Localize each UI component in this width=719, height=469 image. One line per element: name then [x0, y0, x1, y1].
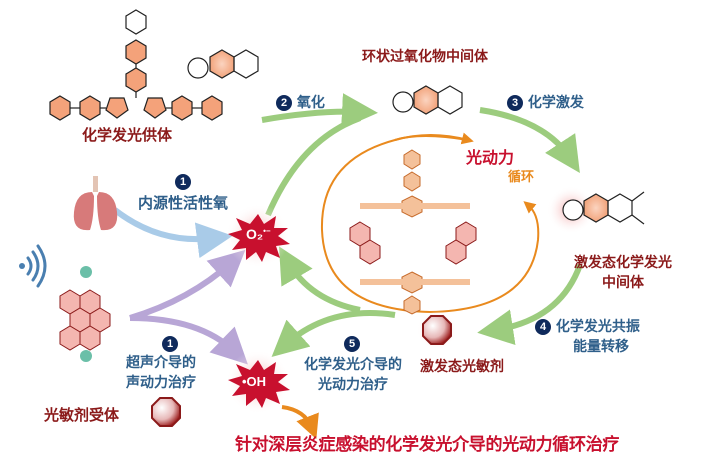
step-5-badge: 5 — [344, 335, 360, 352]
arrow-endogenous-ros — [113, 207, 233, 259]
step-1b-text: 超声介导的 声动力治疗 — [126, 352, 196, 392]
cycle-subtitle: 循环 — [508, 170, 535, 185]
hydroxyl-label: •OH — [242, 374, 267, 389]
arrow-oxidation — [261, 93, 378, 130]
arrow-cret — [477, 263, 583, 346]
photosensitizer-acceptor-icon — [151, 397, 181, 427]
step-1a-badge-wrap: 1 — [175, 171, 191, 190]
step-3-label: 3 化学激发 — [507, 92, 584, 112]
peroxide-label: 环状过氧化物中间体 — [362, 49, 488, 65]
excited-intermediate-line2: 中间体 — [602, 275, 644, 291]
excited-ps-label: 激发态光敏剂 — [420, 359, 504, 375]
step-5-line1: 化学发光介导的 — [304, 357, 402, 373]
step-1a-badge: 1 — [175, 173, 191, 190]
footer-title: 针对深层炎症感染的化学发光介导的光动力循环治疗 — [235, 435, 620, 455]
acceptor-label: 光敏剂受体 — [44, 406, 120, 424]
step-1b-badge-wrap: 1 — [162, 333, 178, 352]
step-1a-text: 内源性活性氧 — [138, 194, 229, 212]
arrow-o2-to-peroxide — [265, 115, 362, 217]
arrow-pdt-to-o2 — [278, 246, 361, 313]
step-2-text: 氧化 — [296, 95, 325, 111]
arrow-to-title — [281, 405, 319, 440]
arrow-sdt-to-o2 — [129, 249, 246, 321]
step-3-badge: 3 — [507, 95, 523, 111]
lungs-icon — [73, 176, 118, 231]
chemiluminescent-donor-structure — [49, 9, 223, 121]
cycle-title: 光动力 — [466, 148, 515, 167]
arrow-sdt-to-oh — [129, 315, 248, 365]
superoxide-burst — [226, 204, 290, 268]
step-4-badge: 4 — [535, 319, 551, 335]
step-4-line1: 化学发光共振 — [555, 319, 640, 335]
superoxide-label: O₂•− — [246, 226, 271, 242]
step-1b-line1: 超声介导的 — [126, 355, 196, 371]
step-1b-line2: 声动力治疗 — [126, 375, 196, 391]
step-4-line2: 能量转移 — [573, 339, 629, 355]
arrow-pdt-to-oh — [271, 310, 396, 357]
excited-intermediate-structure — [547, 186, 645, 234]
hydroxyl-burst — [226, 350, 290, 414]
step-2-badge: 2 — [276, 95, 292, 111]
luminol-structure — [187, 49, 259, 79]
superoxide-sup: •− — [263, 226, 271, 236]
step-5-badge-wrap: 5 — [344, 333, 360, 352]
step-1b-badge: 1 — [162, 335, 178, 352]
step-2-label: 2 氧化 — [276, 92, 325, 112]
superoxide-text: O₂ — [246, 226, 264, 242]
step-3-text: 化学激发 — [527, 95, 584, 111]
photosensitizer-acceptor-structure — [59, 266, 111, 362]
step-5-line2: 光动力治疗 — [318, 377, 388, 393]
excited-intermediate-line1: 激发态化学发光 — [574, 255, 672, 271]
cyclic-peroxide-structure — [392, 85, 463, 115]
donor-label: 化学发光供体 — [82, 126, 173, 144]
excited-photosensitizer-icon — [422, 315, 452, 345]
ultrasound-icon — [19, 244, 47, 288]
step-4-label: 4 化学发光共振 能量转移 — [535, 316, 640, 356]
cyclic-assembly-structure — [349, 149, 477, 315]
excited-intermediate-label: 激发态化学发光 中间体 — [563, 252, 683, 292]
arrow-chemical-excitation — [479, 107, 580, 174]
step-5-text: 化学发光介导的 光动力治疗 — [288, 354, 418, 394]
